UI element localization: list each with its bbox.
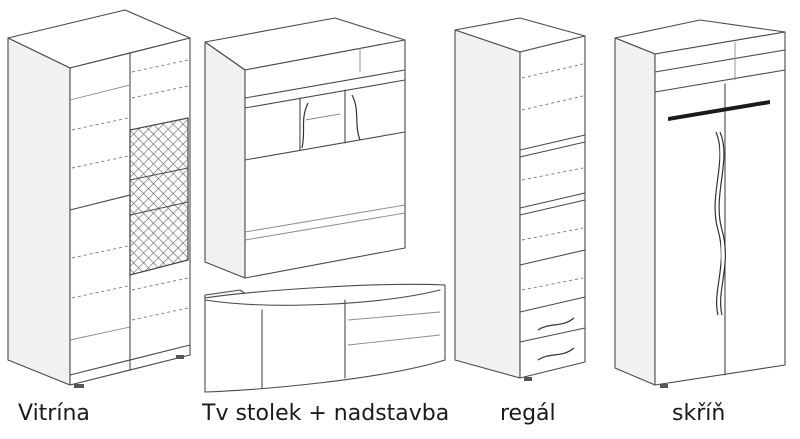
caption-vitrina: Vitrína xyxy=(18,401,90,426)
regal-illustration xyxy=(454,17,586,381)
caption-tv-stolek: Tv stolek + nadstavba xyxy=(202,401,450,426)
skrin-illustration xyxy=(614,19,786,388)
caption-skrin: skříň xyxy=(672,401,726,426)
tv-stolek-illustration xyxy=(204,17,446,393)
caption-regal: regál xyxy=(500,401,556,426)
vitrina-illustration xyxy=(7,9,191,388)
